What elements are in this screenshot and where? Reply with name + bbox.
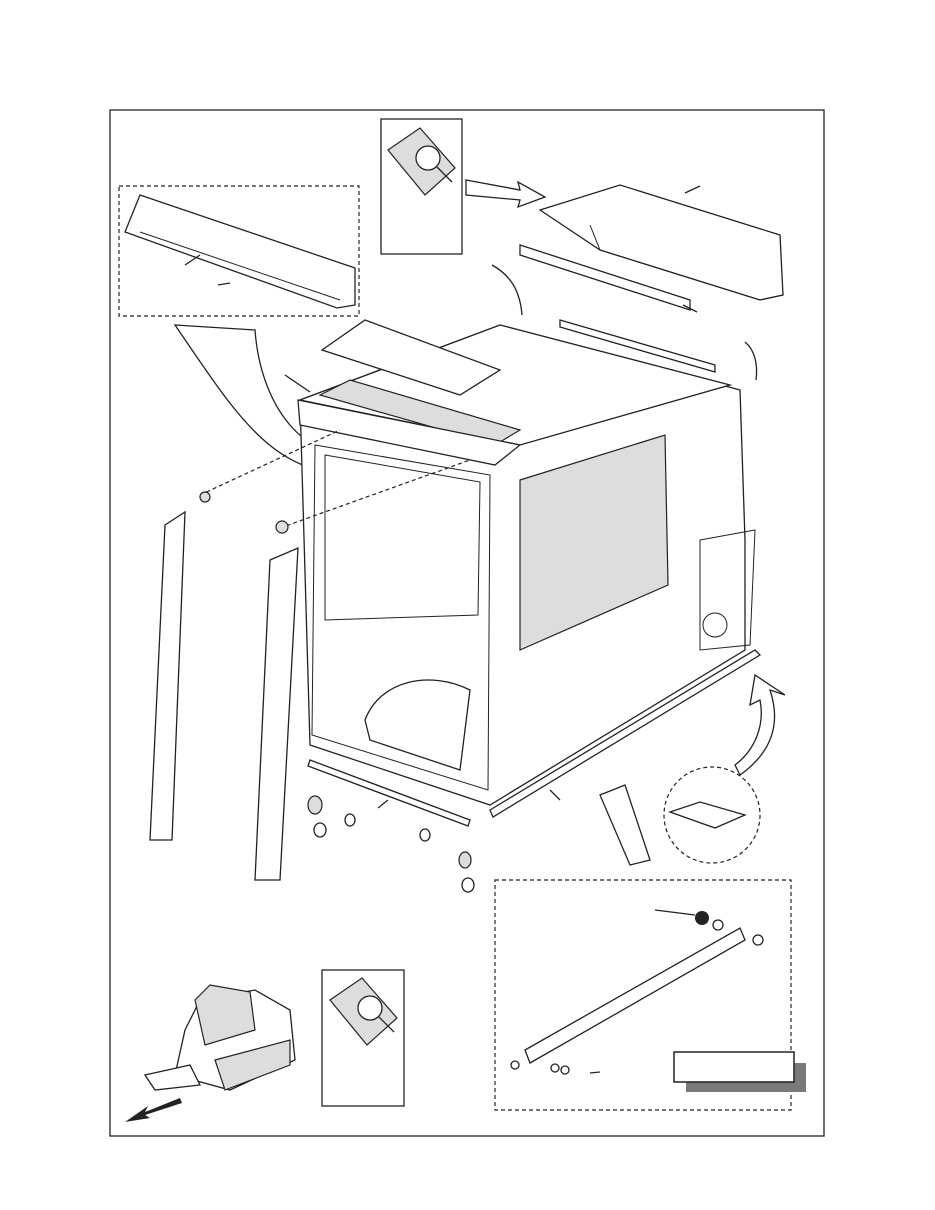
magnifier-icon (415, 145, 441, 171)
cab-body (297, 324, 756, 806)
magnifier-callout-top (380, 118, 547, 255)
detail-inset-bottom-right (494, 879, 806, 1111)
side-strip (149, 510, 186, 841)
detail-circle (663, 766, 761, 864)
hardware (307, 795, 475, 893)
label-box (673, 1051, 795, 1083)
magnifier-callout-bottom (321, 969, 405, 1107)
magnifier-icon (357, 995, 383, 1021)
direction-arrow-icon (125, 1098, 182, 1122)
detail-inset-top-left (118, 185, 360, 317)
diagram-frame (109, 109, 825, 1137)
side-strip (254, 546, 299, 881)
machine-thumbnail (125, 984, 296, 1122)
top-window (320, 319, 502, 396)
roof-panel (519, 184, 784, 313)
